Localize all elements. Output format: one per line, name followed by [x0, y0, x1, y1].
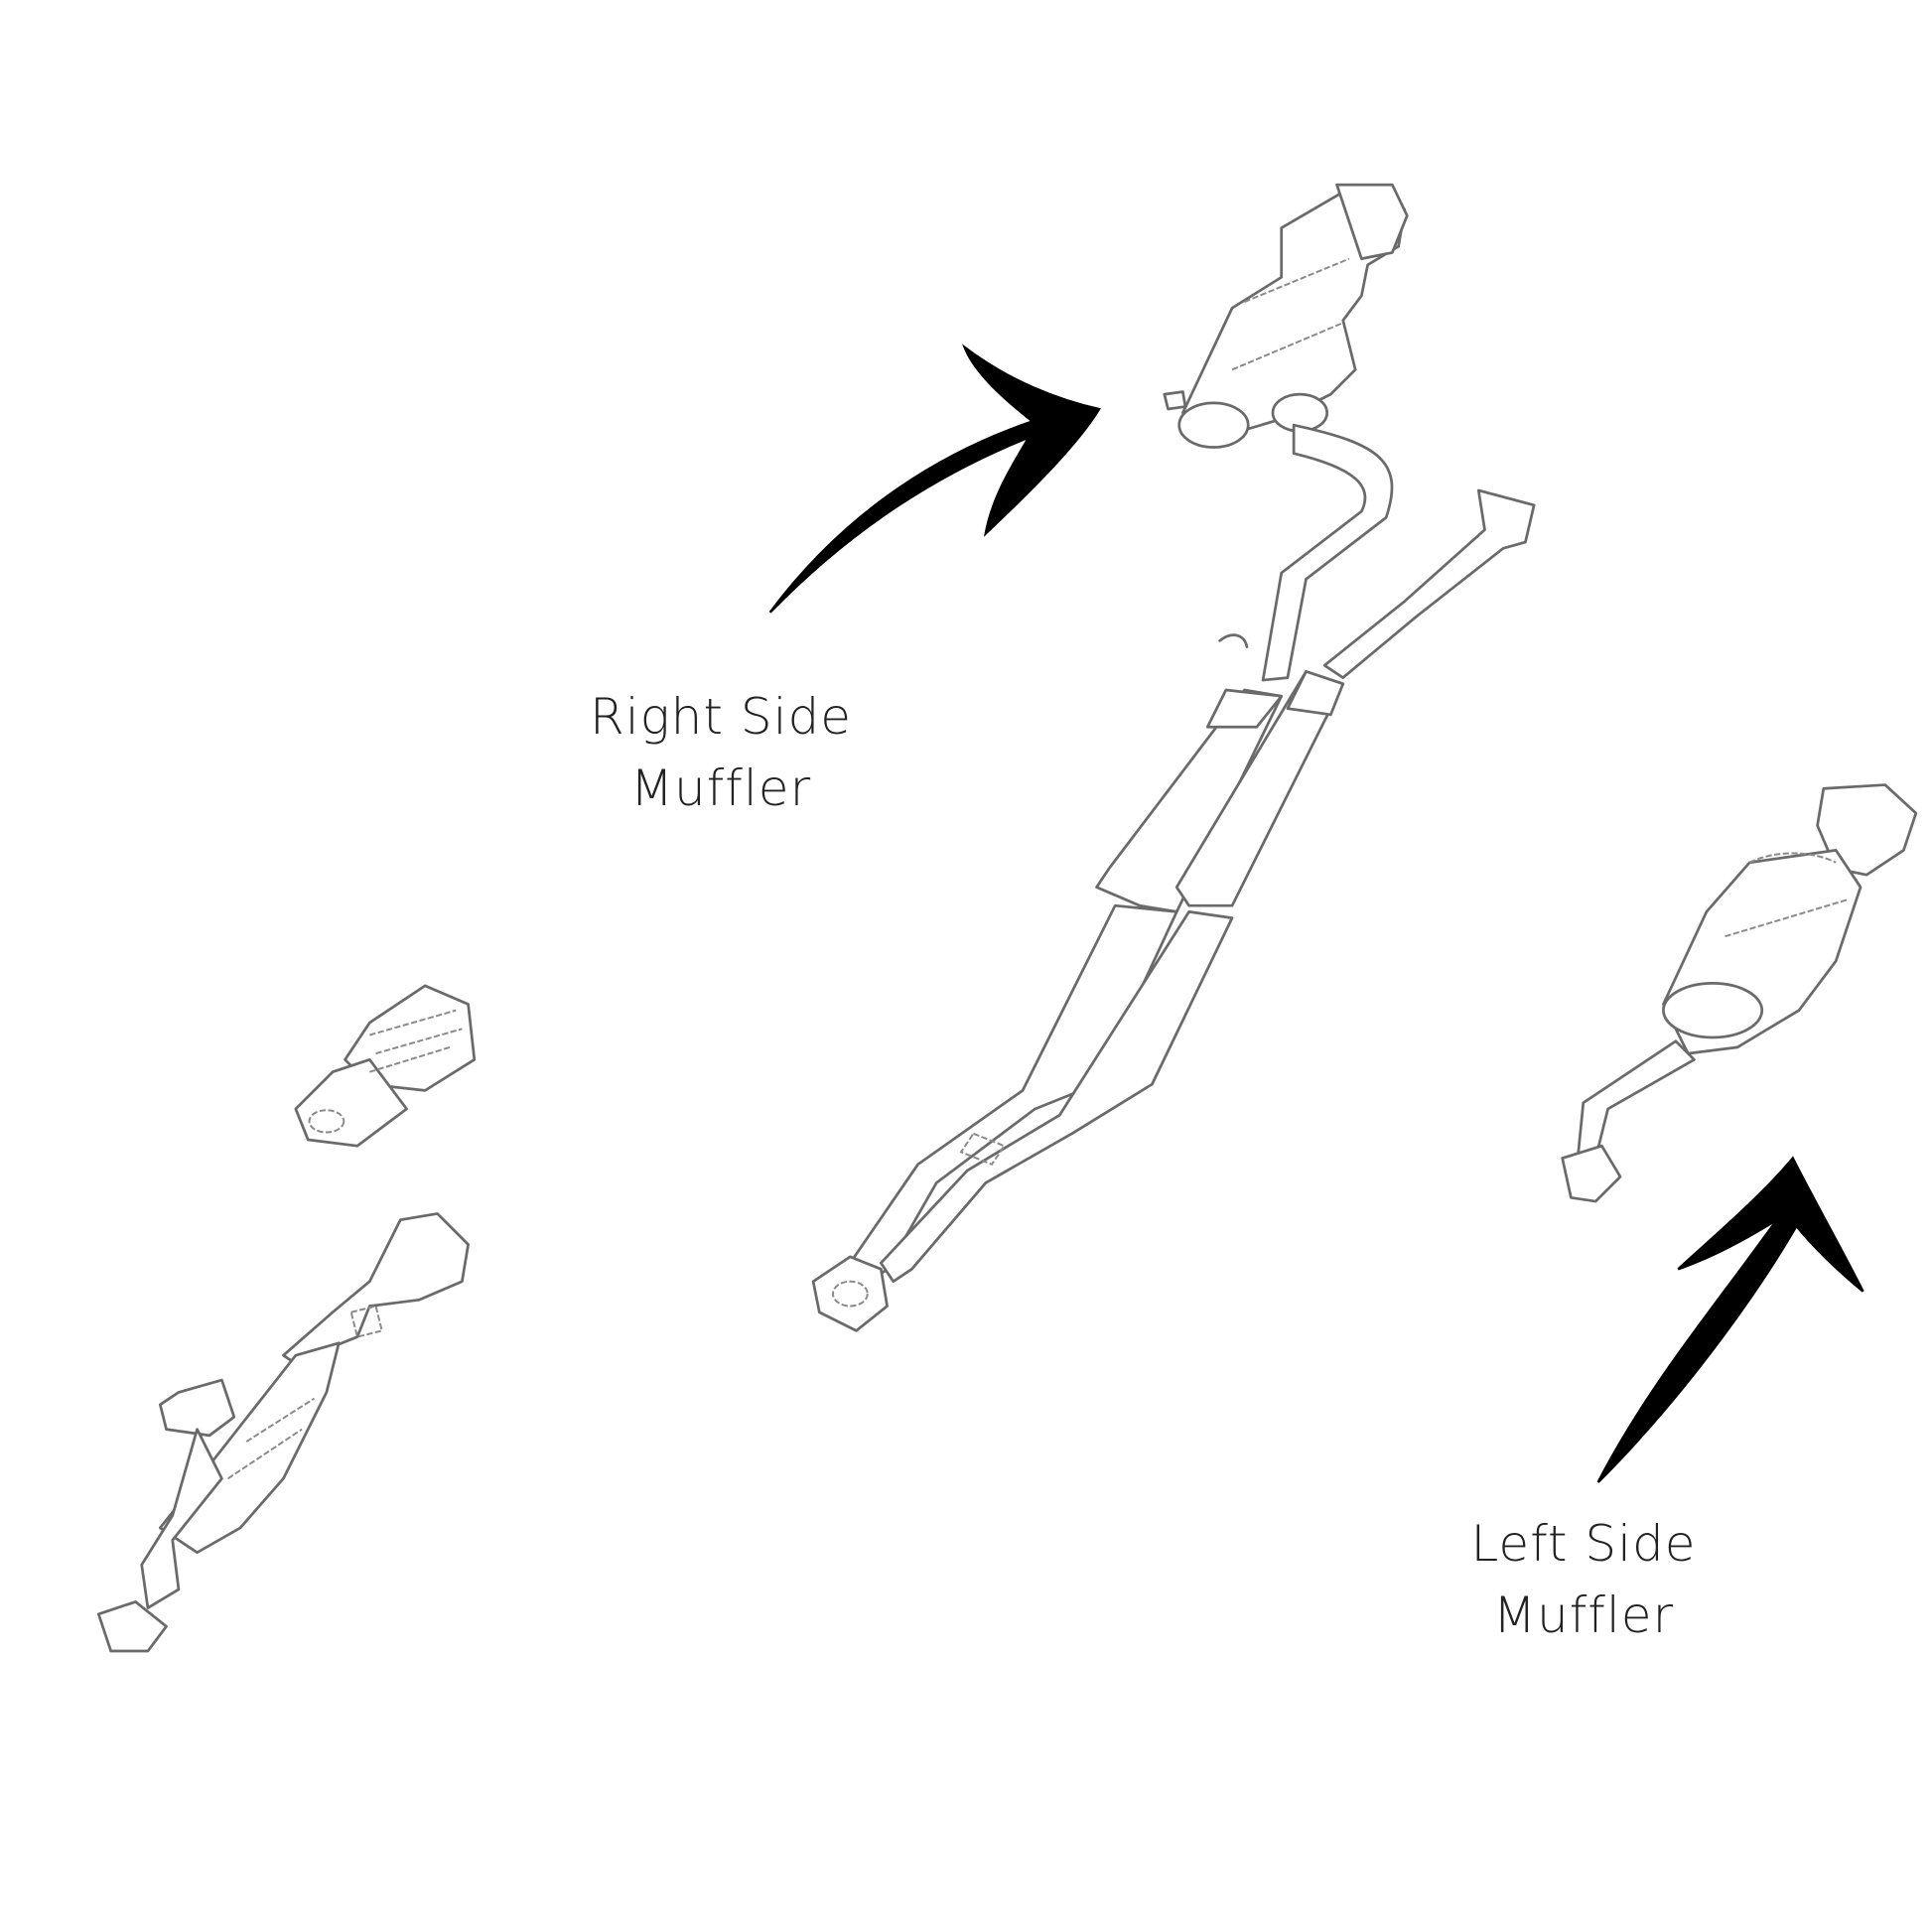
front-pipe-assembly	[96, 1212, 470, 1653]
label-line: Muffler	[629, 759, 812, 817]
label-line: Muffler	[1492, 1587, 1675, 1644]
catalytic-converter	[294, 984, 477, 1148]
label-line: Right Side	[590, 688, 852, 746]
right-side-muffler-label: Right Side Muffler	[522, 681, 919, 824]
left-side-muffler-label: Left Side Muffler	[1385, 1508, 1782, 1651]
left-side-muffler	[1561, 783, 1918, 1203]
arrow-to-left-muffler	[1596, 1156, 1864, 1483]
right-side-muffler	[1163, 183, 1409, 449]
mid-pipe-assembly	[811, 423, 1536, 1332]
label-line: Left Side	[1470, 1515, 1697, 1573]
arrow-to-right-muffler	[768, 344, 1101, 614]
